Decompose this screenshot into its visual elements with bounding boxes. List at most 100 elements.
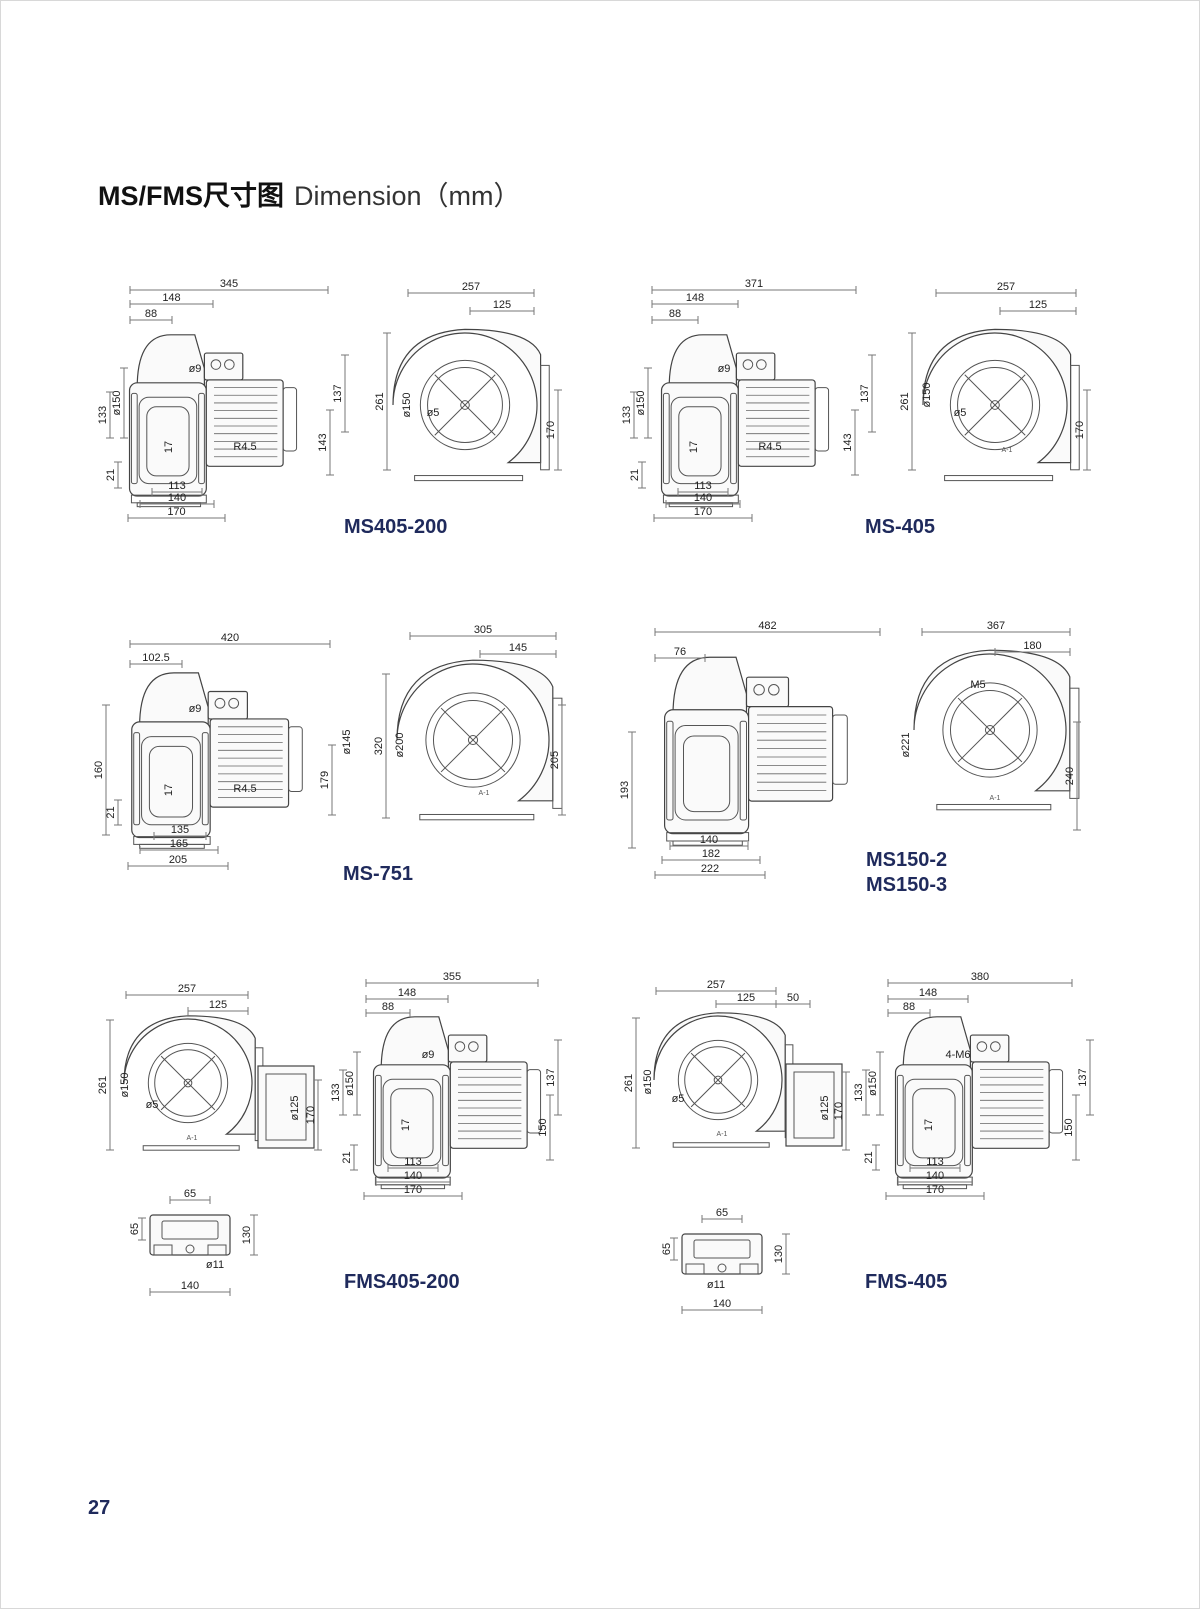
dimension-text: 257 — [997, 281, 1015, 293]
dimension-text: A-1 — [1002, 447, 1013, 454]
dimension-text: 145 — [509, 642, 527, 654]
dimension-text: 125 — [209, 999, 227, 1011]
dimension-text: 160 — [93, 761, 105, 779]
dimension-text: 140 — [926, 1170, 944, 1182]
dimension-text: 170 — [305, 1106, 317, 1124]
dimension-text: 257 — [707, 979, 725, 991]
model-label-fms405-200: FMS405-200 — [344, 1271, 460, 1293]
dimension-text: 305 — [474, 624, 492, 636]
dimension-text: 113 — [694, 480, 712, 492]
dimension-text: ø125 — [819, 1095, 831, 1120]
dimension-text: 148 — [919, 987, 937, 999]
dimension-text: 130 — [773, 1245, 785, 1263]
dimension-text: 17 — [688, 441, 700, 453]
model-label-ms150-2: MS150-2 — [866, 849, 948, 871]
page-number: 27 — [88, 1497, 111, 1519]
dimension-text: 137 — [545, 1068, 557, 1086]
dimension-text: A-1 — [187, 1135, 198, 1142]
dimension-text: 261 — [623, 1074, 635, 1092]
dimension-text: 125 — [737, 992, 755, 1004]
dimension-text: ø125 — [289, 1095, 301, 1120]
dimension-text: 170 — [1074, 421, 1086, 439]
dimension-text: 17 — [923, 1119, 935, 1131]
dimension-text: 65 — [716, 1207, 728, 1219]
dimension-text: 148 — [686, 292, 704, 304]
dimension-text: 133 — [330, 1083, 342, 1101]
dimension-text: 88 — [669, 308, 681, 320]
dimension-text: R4.5 — [233, 783, 256, 795]
dimension-text: 320 — [373, 737, 385, 755]
dimension-text: ø150 — [635, 390, 647, 415]
dimension-text: 21 — [105, 806, 117, 818]
dimension-text: 113 — [404, 1156, 422, 1168]
dimension-text: 88 — [382, 1001, 394, 1013]
dimension-text: 140 — [404, 1170, 422, 1182]
dimension-text: 17 — [400, 1119, 412, 1131]
dimension-text: 102.5 — [142, 652, 170, 664]
dimension-text: 88 — [903, 1001, 915, 1013]
dimension-text: 240 — [1064, 767, 1076, 785]
dimension-text: 205 — [549, 751, 561, 769]
dimension-text: 4-M6 — [945, 1049, 970, 1061]
dimension-text: 50 — [787, 992, 799, 1004]
dimension-text: 133 — [621, 406, 633, 424]
dimension-text: 88 — [145, 308, 157, 320]
dimension-text: ø150 — [867, 1071, 879, 1096]
dimension-text: 21 — [105, 469, 117, 481]
model-label-ms150-3: MS150-3 — [866, 874, 948, 896]
dimension-text: A-1 — [990, 795, 1001, 802]
dimension-text: ø9 — [189, 363, 202, 375]
dimension-text: 143 — [317, 433, 329, 451]
dimension-text: R4.5 — [233, 441, 256, 453]
dimension-text: ø9 — [718, 363, 731, 375]
dimension-text: 140 — [700, 834, 718, 846]
dimension-text: 133 — [853, 1083, 865, 1101]
dimension-text: ø5 — [146, 1099, 159, 1111]
dimension-text: 125 — [1029, 299, 1047, 311]
dimension-text: ø150 — [642, 1069, 654, 1094]
dimension-text: 21 — [863, 1151, 875, 1163]
dimension-text: 130 — [241, 1226, 253, 1244]
dimension-text: ø11 — [707, 1279, 725, 1291]
dimension-text: 193 — [619, 781, 631, 799]
dimension-text: A-1 — [479, 790, 490, 797]
dimension-text: 380 — [971, 971, 989, 983]
dimension-text: 371 — [745, 278, 763, 290]
dimension-text: ø5 — [427, 407, 440, 419]
dimension-text: 257 — [462, 281, 480, 293]
dimension-text: ø9 — [422, 1049, 435, 1061]
dimension-text: 148 — [162, 292, 180, 304]
dimension-text: 180 — [1023, 640, 1041, 652]
dimension-text: ø150 — [344, 1071, 356, 1096]
dimension-text: 257 — [178, 983, 196, 995]
dimension-text: 367 — [987, 620, 1005, 632]
dimension-text: 261 — [97, 1076, 109, 1094]
dimension-text: ø5 — [672, 1093, 685, 1105]
dimension-text: ø145 — [341, 729, 353, 754]
model-label-ms405-200: MS405-200 — [344, 516, 448, 538]
dimension-text: 21 — [629, 469, 641, 481]
dimension-text: 179 — [319, 771, 331, 789]
dimension-text: 65 — [661, 1243, 673, 1255]
dimension-text: 137 — [859, 384, 871, 402]
dimension-text: 345 — [220, 278, 238, 290]
dimension-text: 482 — [758, 620, 776, 632]
dimension-text: ø150 — [119, 1072, 131, 1097]
dimension-text: 150 — [537, 1118, 549, 1136]
dimension-text: 165 — [170, 838, 188, 850]
dimension-text: ø150 — [401, 392, 413, 417]
dimension-text: ø150 — [111, 390, 123, 415]
dimension-text: 261 — [374, 392, 386, 410]
dimension-text: 170 — [694, 506, 712, 518]
model-label-ms-405: MS-405 — [865, 516, 936, 538]
dimension-text: 125 — [493, 299, 511, 311]
dimension-text: 182 — [702, 848, 720, 860]
dimension-text: ø150 — [921, 382, 933, 407]
